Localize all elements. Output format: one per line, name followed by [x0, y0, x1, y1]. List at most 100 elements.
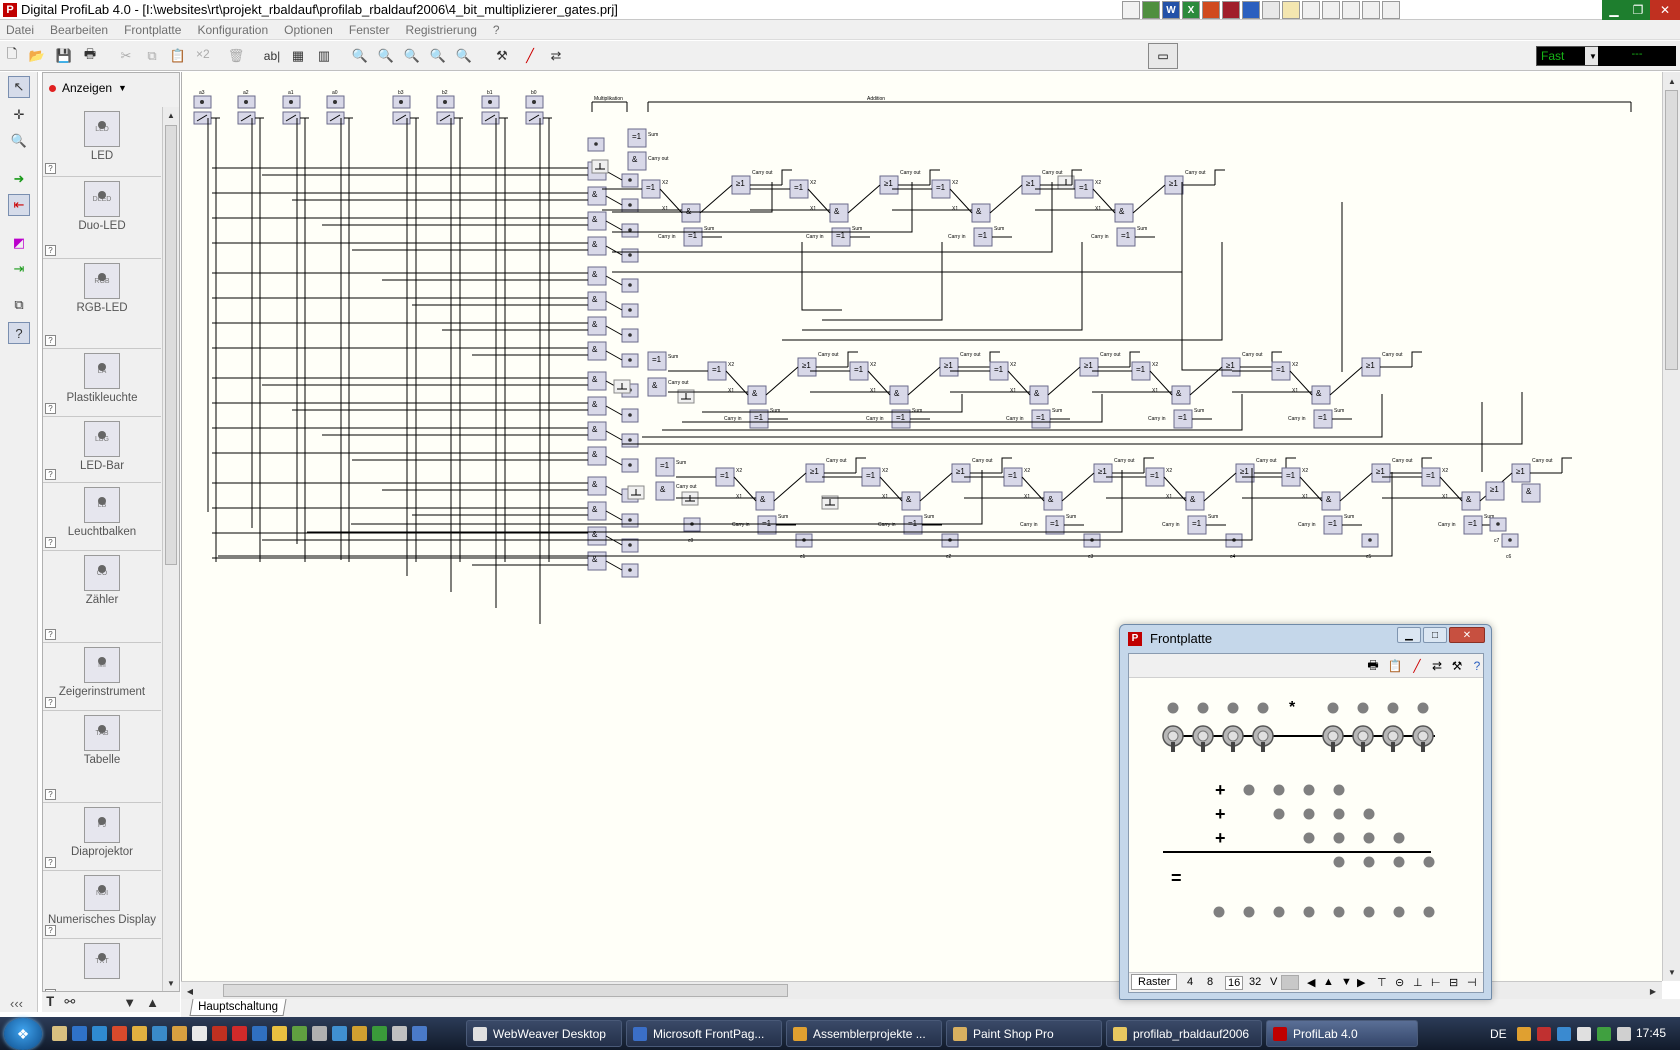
- close-icon[interactable]: ✕: [1650, 0, 1680, 20]
- scroll-up-icon[interactable]: ▲: [167, 110, 175, 120]
- close-icon[interactable]: ✕: [1449, 627, 1485, 643]
- nudge-right-icon[interactable]: ▶: [1357, 977, 1366, 989]
- align-bottom-icon[interactable]: ⊥: [1413, 977, 1423, 989]
- grid-icon[interactable]: ▦: [291, 48, 305, 63]
- quicklaunch-icon-6[interactable]: [152, 1026, 167, 1041]
- help-badge-icon[interactable]: ?: [45, 335, 56, 346]
- align-left-icon[interactable]: ⊢: [1431, 977, 1441, 989]
- quicklaunch-icon-1[interactable]: [52, 1026, 67, 1041]
- quicklaunch-icon-19[interactable]: [412, 1026, 427, 1041]
- task-profilab-folder[interactable]: profilab_rbaldauf2006: [1106, 1020, 1262, 1047]
- scroll-left-icon[interactable]: ◀: [186, 986, 194, 996]
- menu-help[interactable]: ?: [492, 22, 500, 37]
- canvas-vertical-scrollbar[interactable]: ▲ ▼: [1662, 72, 1680, 981]
- raster-8[interactable]: 8: [1207, 976, 1214, 988]
- scroll-down-icon[interactable]: ▼: [167, 978, 175, 988]
- task-profilab[interactable]: ProfiLab 4.0: [1266, 1020, 1418, 1047]
- menu-registrierung[interactable]: Registrierung: [405, 22, 477, 37]
- start-button[interactable]: ❖: [4, 1018, 42, 1050]
- tab-hauptschaltung[interactable]: Hauptschaltung: [189, 999, 287, 1016]
- menu-konfiguration[interactable]: Konfiguration: [197, 22, 269, 37]
- quicklaunch-icon-18[interactable]: [392, 1026, 407, 1041]
- speed-select[interactable]: Fast▼: [1536, 46, 1602, 66]
- menu-optionen[interactable]: Optionen: [284, 22, 333, 37]
- frontplatte-titlebar[interactable]: P Frontplatte: [1128, 631, 1212, 646]
- image-icon[interactable]: [1262, 1, 1280, 19]
- duplicate-button[interactable]: ×2: [196, 47, 210, 61]
- stop-arrow-icon[interactable]: ⇤: [8, 194, 30, 216]
- color-swatch[interactable]: [1281, 975, 1299, 990]
- quicklaunch-icon-16[interactable]: [352, 1026, 367, 1041]
- raster-32[interactable]: 32: [1249, 976, 1262, 988]
- menu-datei[interactable]: Datei: [6, 22, 35, 37]
- help-icon[interactable]: ?: [1473, 659, 1481, 673]
- help-badge-icon[interactable]: ?: [45, 469, 56, 480]
- save-icon[interactable]: 💾: [55, 48, 73, 63]
- task-frontpage[interactable]: Microsoft FrontPag...: [626, 1020, 782, 1047]
- task-assemblerprojekte[interactable]: Assemblerprojekte ...: [786, 1020, 942, 1047]
- toggle-lever[interactable]: [1421, 742, 1425, 752]
- raster-4[interactable]: 4: [1187, 976, 1194, 988]
- minimize-icon[interactable]: ▁: [1397, 627, 1421, 643]
- wire-tool-icon[interactable]: ╱: [1413, 659, 1421, 673]
- cut-icon[interactable]: ✂: [120, 48, 132, 63]
- task-paint-shop-pro[interactable]: Paint Shop Pro: [946, 1020, 1102, 1047]
- chevron-down-icon[interactable]: ▼: [1585, 47, 1601, 65]
- chart-icon-3[interactable]: [1342, 1, 1360, 19]
- align-middle-icon[interactable]: ⊝: [1395, 977, 1405, 989]
- label-tool-icon[interactable]: ◩: [12, 235, 26, 250]
- chart-icon-4[interactable]: [1362, 1, 1380, 19]
- run-arrow-icon[interactable]: ➜: [13, 171, 25, 186]
- align-center-icon[interactable]: ⊟: [1449, 977, 1459, 989]
- quicklaunch-icon-5[interactable]: [132, 1026, 147, 1041]
- zoom-selection-icon[interactable]: 🔍: [455, 48, 473, 63]
- notepad-icon[interactable]: [1122, 1, 1140, 19]
- align-top-icon[interactable]: ⊤: [1377, 977, 1387, 989]
- quicklaunch-icon-14[interactable]: [312, 1026, 327, 1041]
- help-badge-icon[interactable]: ?: [45, 697, 56, 708]
- horizontal-scroll-thumb[interactable]: [223, 984, 788, 997]
- word-icon[interactable]: W: [1162, 1, 1180, 19]
- arrange-icon[interactable]: ⧉: [14, 297, 24, 312]
- chart-icon-2[interactable]: [1322, 1, 1340, 19]
- menu-bearbeiten[interactable]: Bearbeiten: [50, 22, 109, 37]
- binoculars-icon[interactable]: ⚯: [64, 994, 76, 1009]
- scroll-up-icon[interactable]: ▲: [1668, 76, 1676, 86]
- palette-header[interactable]: Anzeigen ▼: [43, 73, 163, 103]
- toggle-lever[interactable]: [1261, 742, 1265, 752]
- network-icon[interactable]: [1596, 1026, 1611, 1041]
- outlook-icon[interactable]: [1242, 1, 1260, 19]
- quicklaunch-icon-13[interactable]: [292, 1026, 307, 1041]
- delete-icon[interactable]: 🗑: [227, 48, 245, 63]
- raster-16[interactable]: 16: [1225, 976, 1244, 990]
- help-badge-icon[interactable]: ?: [45, 629, 56, 640]
- clipboard-icon[interactable]: 📋: [1387, 659, 1403, 673]
- wire-node-icon[interactable]: ✛: [13, 107, 25, 122]
- chart-icon-5[interactable]: [1382, 1, 1400, 19]
- copy-icon[interactable]: ⧉: [147, 48, 157, 63]
- toggle-knob[interactable]: [1417, 730, 1429, 742]
- simulation-icon[interactable]: ⇄: [550, 48, 562, 63]
- menu-frontplatte[interactable]: Frontplatte: [124, 22, 182, 37]
- quicklaunch-icon-9[interactable]: [212, 1026, 227, 1041]
- align-right-icon[interactable]: ⊣: [1467, 977, 1477, 989]
- toggle-knob[interactable]: [1227, 730, 1239, 742]
- toggle-knob[interactable]: [1327, 730, 1339, 742]
- help-pointer-icon[interactable]: ?: [8, 322, 30, 344]
- task-webweaver[interactable]: WebWeaver Desktop: [466, 1020, 622, 1047]
- zoom-in-icon[interactable]: 🔍: [351, 48, 369, 63]
- restore-icon[interactable]: ❐: [1632, 3, 1644, 17]
- help-badge-icon[interactable]: ?: [45, 789, 56, 800]
- quicklaunch-icon-8[interactable]: [192, 1026, 207, 1041]
- quicklaunch-icon-17[interactable]: [372, 1026, 387, 1041]
- page-icon[interactable]: ▥: [317, 48, 331, 63]
- minimize-icon[interactable]: ▁: [1609, 3, 1619, 17]
